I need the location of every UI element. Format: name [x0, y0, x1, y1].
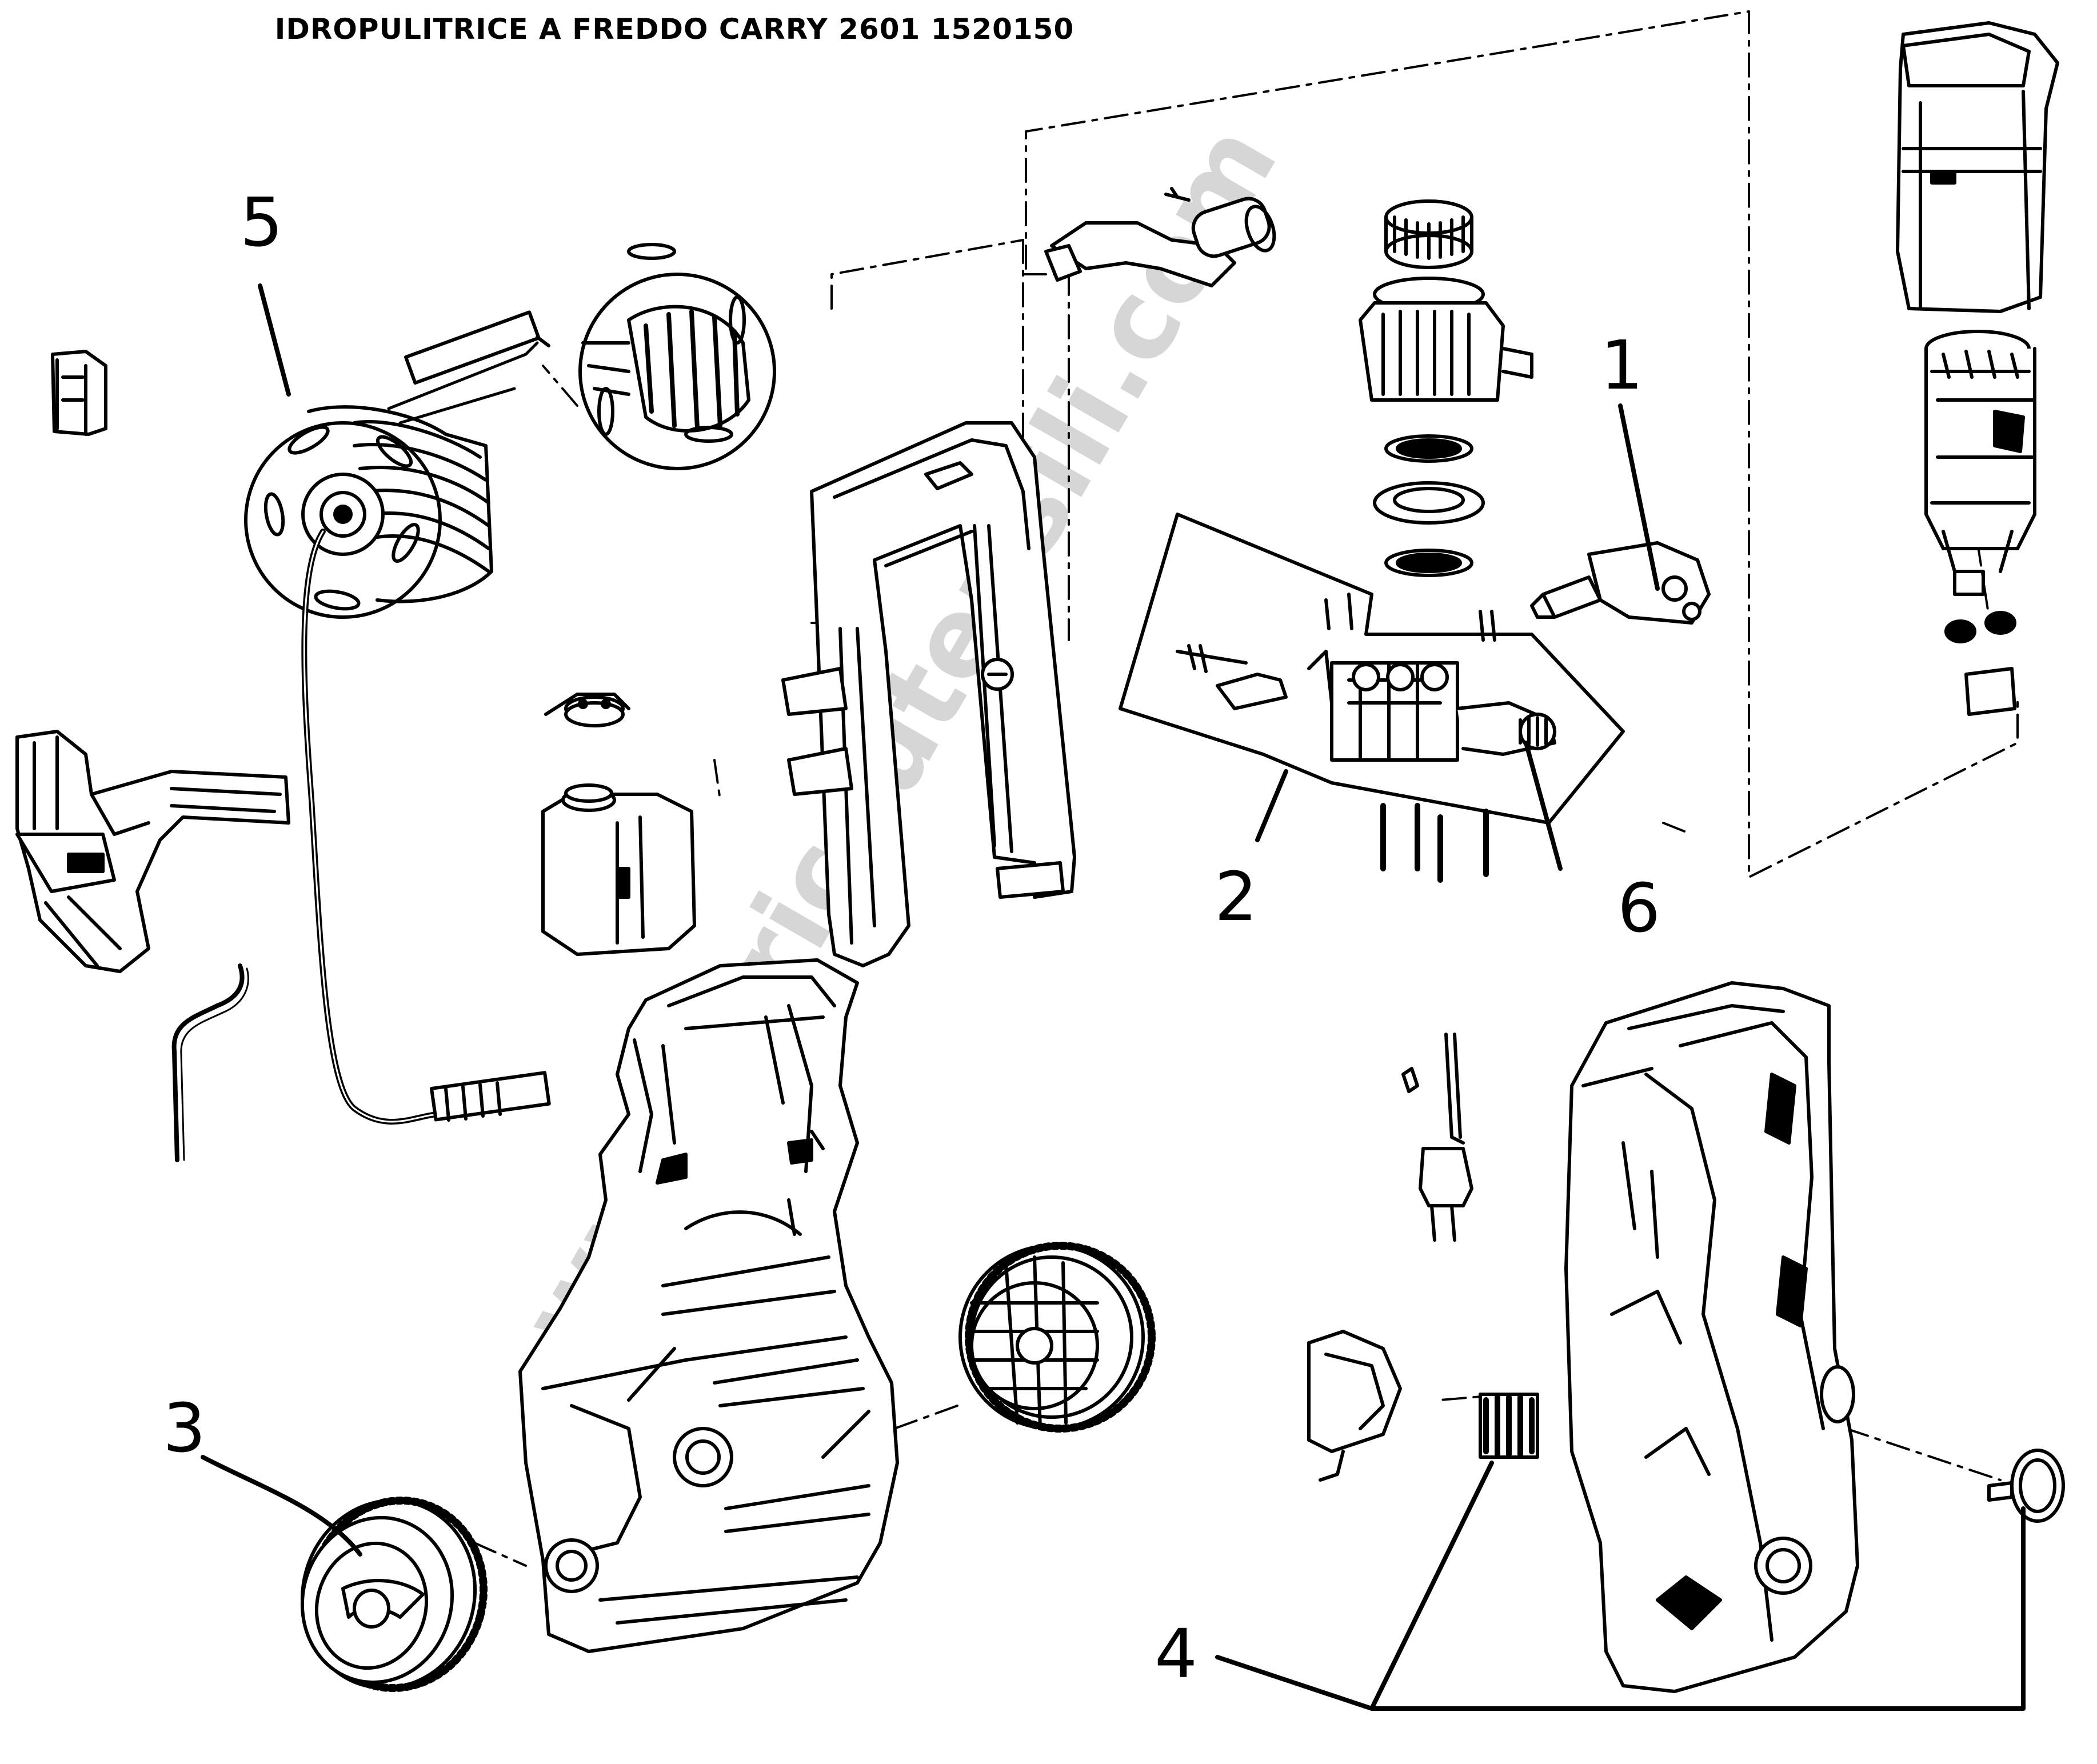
callout-6: 6 [1617, 869, 1660, 947]
hose-reel-part [244, 310, 551, 1125]
front-wheel-part [300, 1496, 488, 1693]
knob-part [1987, 1449, 2065, 1523]
detergent-tank-part [541, 693, 696, 956]
reel-disc-part [578, 243, 776, 470]
callout-5: 5 [240, 183, 283, 262]
switch-block-part [1479, 1393, 1539, 1459]
handle-frame-part [781, 421, 1076, 967]
front-cover-part [1564, 981, 1859, 1693]
callout-2: 2 [1215, 857, 1257, 936]
callout-1: 1 [1600, 326, 1643, 405]
rear-wheel-part [958, 1242, 1156, 1433]
pump-assembly-part [1119, 513, 1625, 883]
main-chassis-part [518, 958, 899, 1653]
diagram-title: IDROPULITRICE A FREDDO CARRY 2601 152015… [274, 13, 1075, 46]
power-plug-part [1401, 1033, 1473, 1242]
cord-clip-part [51, 350, 107, 436]
callout-leader-lines [201, 283, 2026, 1711]
spray-lance-part [1044, 187, 1276, 287]
pressure-switch-part [1530, 541, 1711, 625]
reel-bracket-part [15, 730, 290, 973]
callout-4: 4 [1155, 1614, 1197, 1693]
pump-head-stack-part [1359, 199, 1533, 577]
motor-part [1924, 330, 2036, 716]
callout-3: 3 [163, 1389, 206, 1467]
callout-numbers: 1 2 3 4 5 6 [163, 183, 1660, 1693]
switch-housing-part [1307, 1330, 1402, 1482]
hook-wire-part [171, 963, 249, 1162]
motor-cover-part [1896, 21, 2059, 313]
